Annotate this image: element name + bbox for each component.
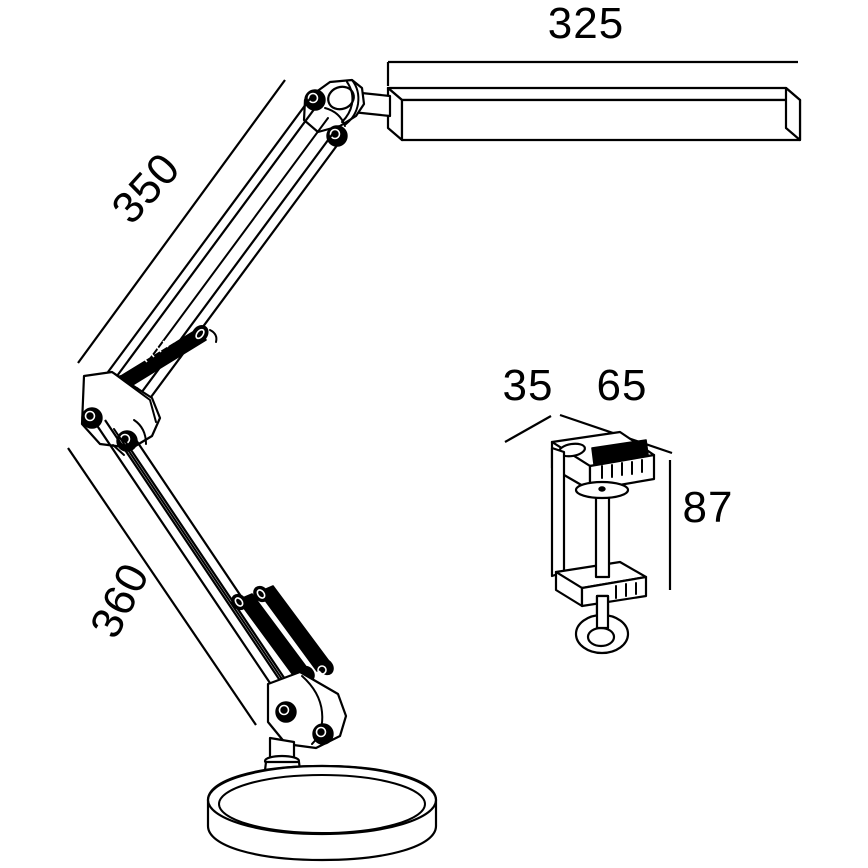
lower-spring-b-bottom-eye <box>317 665 327 675</box>
dimension-label-87: 87 <box>683 483 734 532</box>
lower-tension-springs <box>231 585 334 683</box>
base-pivot-joint <box>266 670 348 764</box>
head-bar-front-face <box>400 98 802 142</box>
lamp-head-bar <box>386 86 802 142</box>
head-pivot-bolt-lower-ring <box>329 128 341 140</box>
dimension-label-360: 360 <box>81 555 159 645</box>
dimension-350-group <box>77 79 286 364</box>
upper-arm-rod-4 <box>136 139 342 417</box>
lower-spring-b-bottom-end <box>318 658 334 676</box>
dimension-clamp-35-group <box>504 415 552 443</box>
head-bar-top-face <box>386 86 802 102</box>
upper-arm-rod-2 <box>113 103 319 381</box>
base-disc-top-inner-ring <box>218 774 426 834</box>
dimension-label-325: 325 <box>548 0 624 48</box>
head-pivot-joint <box>302 78 392 147</box>
head-knuckle-ridge <box>345 79 360 125</box>
base-disc-top <box>206 764 438 836</box>
base-pivot-bolt-right-ring <box>315 726 327 738</box>
clamp-screw-shaft <box>594 490 611 579</box>
clamp-jaw-ribs <box>601 459 643 479</box>
lower-arm-rod-2 <box>104 419 282 683</box>
upper-spring-end-top-eye <box>195 328 205 340</box>
dimension-350-line <box>77 79 286 364</box>
dimension-label-65: 65 <box>597 361 648 410</box>
table-clamp-detail <box>550 430 656 655</box>
lower-arm-rod-1 <box>95 423 273 687</box>
clamp-lower-jaw-notches <box>615 582 637 599</box>
dimension-label-35: 35 <box>503 361 554 410</box>
clamp-lower-stem-front <box>595 594 610 630</box>
dimension-360-group <box>67 447 257 726</box>
clamp-ring-handle-inner <box>586 626 616 648</box>
head-knuckle-eye <box>327 85 355 111</box>
dimension-360-line <box>67 447 257 726</box>
upper-arm-spring-tab <box>209 329 218 343</box>
head-pivot-bolt-upper-ring <box>307 92 319 104</box>
lower-arm-brace-1 <box>112 444 125 456</box>
lower-spring-b-top-eye <box>256 589 266 599</box>
clamp-top-slot <box>591 439 649 465</box>
elbow-knuckle-edge <box>111 371 157 423</box>
elbow-knuckle-inner <box>133 419 147 445</box>
elbow-pivot-bolt-left <box>81 407 103 429</box>
base-pivot-bolt-left <box>275 701 297 723</box>
elbow-pivot-bolt-left-ring <box>84 410 96 422</box>
lower-arm-inner-rod <box>113 428 291 692</box>
dimension-325-group <box>386 60 798 86</box>
base-pivot-bolt-left-ring <box>278 704 290 716</box>
upper-spring-coils <box>141 335 176 363</box>
upper-arm-rod-1 <box>107 95 313 373</box>
lower-spring-a-top-eye <box>234 597 244 607</box>
head-knuckle-inner-curve <box>324 107 346 127</box>
round-weighted-base <box>206 754 438 862</box>
clamp-screw-head-dot <box>598 486 606 492</box>
base-pivot-bolt-right <box>312 723 334 745</box>
dimension-35-line <box>504 415 552 443</box>
lower-arm-rod-3 <box>122 437 300 701</box>
head-knuckle-ridge-2 <box>341 81 354 123</box>
dimension-label-350: 350 <box>102 144 190 234</box>
clamp-back-column <box>550 446 566 578</box>
lower-arm-linkage <box>95 419 309 701</box>
